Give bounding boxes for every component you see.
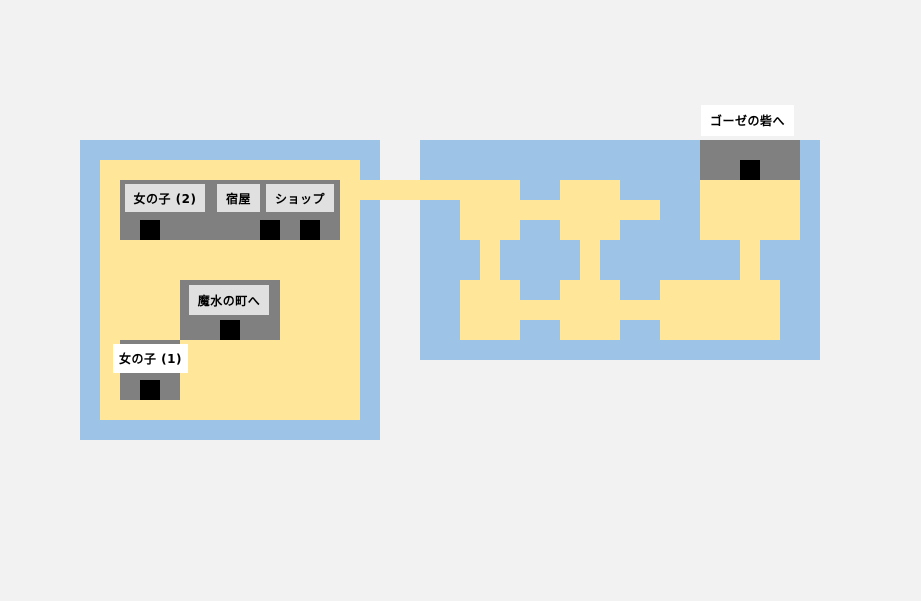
room-upper-1 [460,180,520,240]
corridor-upper-1-2 [520,200,560,220]
room-upper-2 [560,180,620,240]
room-lower-3 [660,280,780,340]
corridor-vertical-3 [740,240,760,280]
goze-door[interactable] [740,160,760,180]
corridor-lower-2-3 [620,300,660,320]
corridor-lower-1-2 [520,300,560,320]
mashui-label: 魔水の町へ [189,285,269,315]
shop-label: ショップ [266,184,334,212]
girl2-label: 女の子 (2) [125,184,205,212]
corridor-west [420,180,460,200]
room-northeast [700,180,800,240]
corridor-vertical-1 [480,240,500,280]
corridor-dead-end [620,200,660,220]
goze-label: ゴーゼの砦へ [701,105,794,136]
shop-door[interactable] [300,220,320,240]
inn-label: 宿屋 [217,184,260,212]
room-lower-2 [560,280,620,340]
girl1-door[interactable] [140,380,160,400]
inn-door[interactable] [260,220,280,240]
mashui-door[interactable] [220,320,240,340]
corridor-vertical-2 [580,240,600,280]
town-east-bridge [360,180,420,200]
girl1-label: 女の子 (1) [113,344,188,373]
girl2-door[interactable] [140,220,160,240]
room-lower-1 [460,280,520,340]
